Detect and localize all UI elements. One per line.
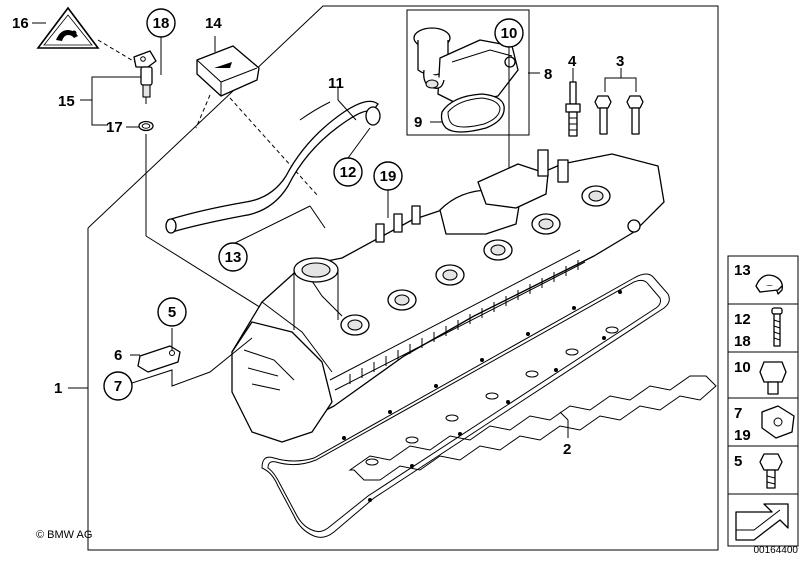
bolt-3b <box>626 95 644 135</box>
bolt-3a <box>594 95 612 135</box>
callout-16: 16 <box>12 15 29 32</box>
panel-12: 12 <box>734 311 751 328</box>
warning-triangle-icon <box>36 6 100 49</box>
callout-19: 19 <box>380 168 397 185</box>
cap-part <box>196 45 260 97</box>
leader-16 <box>97 39 136 63</box>
callout-9: 9 <box>414 114 422 131</box>
callout-8: 8 <box>544 66 552 83</box>
callout-17: 17 <box>106 119 123 136</box>
callout-13: 13 <box>225 249 242 266</box>
callout-11: 11 <box>328 75 344 92</box>
callout-1: 1 <box>54 380 62 397</box>
panel-5: 5 <box>734 453 742 470</box>
arrow-icon <box>735 503 789 541</box>
document-number: 00164400 <box>754 545 799 556</box>
bolt-4 <box>565 81 581 137</box>
pressure-valve-part <box>413 27 519 105</box>
panel-19: 19 <box>734 427 751 444</box>
panel-13: 13 <box>734 262 751 279</box>
seal-ring <box>138 120 154 132</box>
panel-10: 10 <box>734 359 751 376</box>
callout-14: 14 <box>205 15 222 32</box>
callout-18: 18 <box>153 15 170 32</box>
callout-7: 7 <box>114 378 122 395</box>
callout-5: 5 <box>168 304 176 321</box>
callout-2: 2 <box>563 441 571 458</box>
cylinder-head-cover <box>231 149 665 443</box>
callout-6: 6 <box>114 347 122 364</box>
callout-10: 10 <box>501 25 518 42</box>
spark-plug-gasket <box>348 375 717 481</box>
bracket-6 <box>137 345 181 373</box>
callout-15: 15 <box>58 93 75 110</box>
gasket-outer <box>261 273 670 538</box>
sensor-part <box>133 50 157 104</box>
callout-4: 4 <box>568 53 577 70</box>
panel-18: 18 <box>734 333 751 350</box>
callout-3: 3 <box>616 53 624 70</box>
hose-part <box>166 100 379 233</box>
copyright-text: © BMW AG <box>36 529 92 541</box>
callout-12: 12 <box>340 164 357 181</box>
panel-7: 7 <box>734 405 742 422</box>
assembly-frame <box>87 5 719 551</box>
side-panel: 13 12 18 10 7 19 5 <box>727 255 799 547</box>
